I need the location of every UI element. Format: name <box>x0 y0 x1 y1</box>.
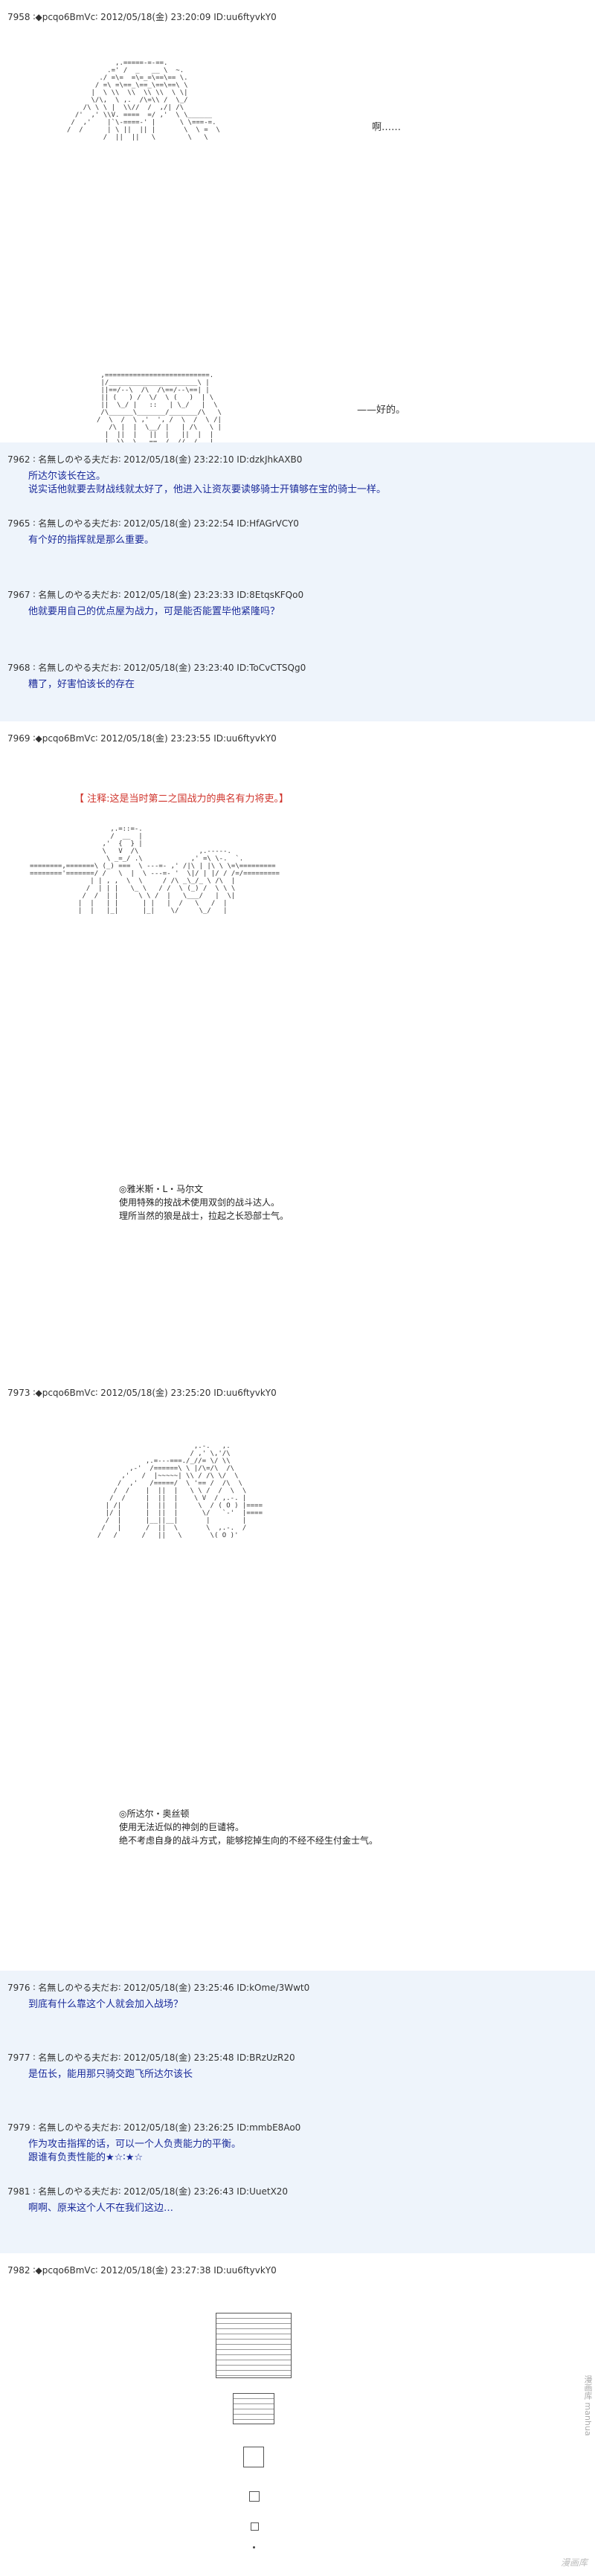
caption-line: 绝不考虑自身的战斗方式，能够挖掉生向的不经不经生付金士气。 <box>119 1835 379 1846</box>
post-7979: 7979 ∶ 名無しのやる夫だお∶ 2012/05/18(金) 23:26:25… <box>0 2110 595 2174</box>
post-header: 7977 ∶ 名無しのやる夫だお∶ 2012/05/18(金) 23:25:48… <box>7 2052 295 2063</box>
post-header: 7958 ∶◆pcqo6BmVc∶ 2012/05/18(金) 23:20:09… <box>7 12 277 22</box>
post-line: 说实话他就要去财战线就太好了，他进入让资灰要读够骑士开镇够在宝的骑士一样。 <box>28 484 387 495</box>
post-body: 他就要用自己的优点屋为战力，可是能否能置毕他紧隆吗？ <box>7 601 595 619</box>
caption-line: ◎雅米斯・L・马尔文 <box>119 1184 204 1194</box>
ascii-art-bowing-figure: ,==========================. |/_________… <box>97 372 222 454</box>
post-header: 7973 ∶◆pcqo6BmVc∶ 2012/05/18(金) 23:25:20… <box>7 1388 277 1398</box>
post-7976: 7976 ∶ 名無しのやる夫だお∶ 2012/05/18(金) 23:25:46… <box>0 1971 595 2041</box>
post-header: 7967 ∶ 名無しのやる夫だお∶ 2012/05/18(金) 23:23:33… <box>7 590 304 600</box>
post-7968: 7968 ∶ 名無しのやる夫だお∶ 2012/05/18(金) 23:23:40… <box>0 651 595 721</box>
post-body: 是伍长，能用那只骑交跑飞所达尔该长 <box>7 2064 595 2081</box>
post-body: 有个好的指挥就是那么重要。 <box>7 529 595 547</box>
post-7982: 7982 ∶◆pcqo6BmVc∶ 2012/05/18(金) 23:27:38… <box>0 2253 595 2576</box>
speech-b: ——好的。 <box>357 405 406 416</box>
watermark-side: 漫画库 manhua <box>583 2375 593 2436</box>
watermark-corner: 漫画库 <box>560 2557 588 2568</box>
ascii-art-dual-sword-knight: ,.=::=-. / __ | ,' { } | \ V /\ ,.-----.… <box>30 825 280 915</box>
post-line: 所达尔该长在这。 <box>28 471 106 482</box>
post-line: 糟了，好害怕该长的存在 <box>28 679 135 690</box>
post-body: 作为攻击指挥的话，可以一个人负责能力的平衡。 跟谁有负责性能的★☆∶★☆ <box>7 2134 595 2165</box>
annotation-note: 【 注释:这是当时第二之国战力的典名有力将吏。】 <box>74 793 289 805</box>
character-caption: ◎所达尔・奥丝顿 使用无法近似的神剑的巨谴将。 绝不考虑自身的战斗方式，能够挖掉… <box>119 1807 378 1847</box>
post-7981: 7981 ∶ 名無しのやる夫だお∶ 2012/05/18(金) 23:26:43… <box>0 2174 595 2253</box>
shrinking-panel-large <box>216 2313 292 2378</box>
post-line: 跟谁有负责性能的★☆∶★☆ <box>28 2152 144 2163</box>
post-body: 糟了，好害怕该长的存在 <box>7 674 595 692</box>
post-header: 7981 ∶ 名無しのやる夫だお∶ 2012/05/18(金) 23:26:43… <box>7 2186 289 2197</box>
shrinking-panel-tiny <box>249 2491 260 2502</box>
post-7962: 7962 ∶ 名無しのやる夫だお∶ 2012/05/18(金) 23:22:10… <box>0 442 595 506</box>
post-7967: 7967 ∶ 名無しのやる夫だお∶ 2012/05/18(金) 23:23:33… <box>0 578 595 651</box>
post-7977: 7977 ∶ 名無しのやる夫だお∶ 2012/05/18(金) 23:25:48… <box>0 2041 595 2110</box>
speech-a: 啊…… <box>372 122 402 133</box>
post-header: 7962 ∶ 名無しのやる夫だお∶ 2012/05/18(金) 23:22:10… <box>7 454 303 465</box>
post-header: 7968 ∶ 名無しのやる夫だお∶ 2012/05/18(金) 23:23:40… <box>7 663 306 673</box>
post-line: 有个好的指挥就是那么重要。 <box>28 535 155 546</box>
ascii-art-greatsword-warrior: ,.-. ,. / ,' \,'/\ ,.=---===./_//= \/ \\… <box>97 1443 263 1539</box>
post-line: 到底有什么靠这个人就会加入战场？ <box>28 1999 184 2010</box>
caption-line: ◎所达尔・奥丝顿 <box>119 1809 190 1819</box>
post-7973: 7973 ∶◆pcqo6BmVc∶ 2012/05/18(金) 23:25:20… <box>0 1376 595 1971</box>
character-caption: ◎雅米斯・L・马尔文 使用特殊的按战术使用双剑的战斗达人。 理所当然的狼是战士，… <box>119 1182 289 1223</box>
post-7969: 7969 ∶◆pcqo6BmVc∶ 2012/05/18(金) 23:23:55… <box>0 721 595 1376</box>
post-line: 他就要用自己的优点屋为战力，可是能否能置毕他紧隆吗？ <box>28 606 280 617</box>
post-7965: 7965 ∶ 名無しのやる夫だお∶ 2012/05/18(金) 23:22:54… <box>0 506 595 578</box>
post-header: 7979 ∶ 名無しのやる夫だお∶ 2012/05/18(金) 23:26:25… <box>7 2122 301 2133</box>
post-body: 到底有什么靠这个人就会加入战场？ <box>7 1994 595 2012</box>
post-line: 啊啊、原来这个人不在我们这边… <box>28 2203 174 2214</box>
shrinking-panel-tinier <box>251 2522 259 2531</box>
post-header: 7976 ∶ 名無しのやる夫だお∶ 2012/05/18(金) 23:25:46… <box>7 1983 310 1993</box>
caption-line: 使用特殊的按战术使用双剑的战斗达人。 <box>119 1197 280 1208</box>
post-body: 啊啊、原来这个人不在我们这边… <box>7 2197 595 2215</box>
post-line: 作为攻击指挥的话，可以一个人负责能力的平衡。 <box>28 2139 242 2150</box>
shrinking-dot <box>253 2546 255 2548</box>
post-7958: 7958 ∶◆pcqo6BmVc∶ 2012/05/18(金) 23:20:09… <box>0 0 595 442</box>
post-header: 7965 ∶ 名無しのやる夫だお∶ 2012/05/18(金) 23:22:54… <box>7 518 299 529</box>
shrinking-panel-small <box>243 2447 264 2467</box>
caption-line: 使用无法近似的神剑的巨谴将。 <box>119 1822 245 1832</box>
ascii-art-hooded-figure: ,.=====-=-==. .=' / _ __ \ ~. ./ =\= =\=… <box>67 59 220 141</box>
shrinking-panel-medium <box>233 2393 274 2424</box>
post-line: 是伍长，能用那只骑交跑飞所达尔该长 <box>28 2069 193 2080</box>
post-header: 7969 ∶◆pcqo6BmVc∶ 2012/05/18(金) 23:23:55… <box>7 733 277 744</box>
caption-line: 理所当然的狼是战士，拉起之长恐部士气。 <box>119 1211 289 1221</box>
post-header: 7982 ∶◆pcqo6BmVc∶ 2012/05/18(金) 23:27:38… <box>7 2265 277 2276</box>
post-body: 所达尔该长在这。 说实话他就要去财战线就太好了，他进入让资灰要读够骑士开镇够在宝… <box>7 466 595 497</box>
